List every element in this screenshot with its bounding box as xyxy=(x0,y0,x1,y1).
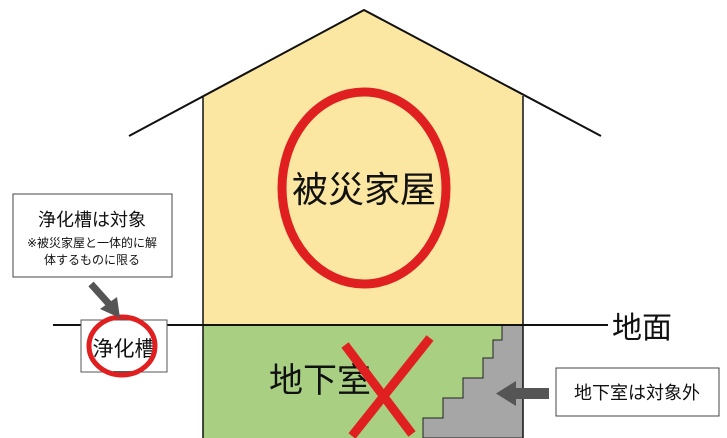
excluded-mark-cross-icon xyxy=(341,335,434,438)
septic-tank-label: 浄化槽 xyxy=(93,337,156,361)
basement-stairs xyxy=(422,324,524,438)
exclusion-arrow-icon xyxy=(496,381,549,406)
ground-label: 地面 xyxy=(612,311,672,346)
included-mark-circle-icon xyxy=(277,87,451,289)
septic-callout-note-line2: 体するものに限る xyxy=(44,253,140,267)
exclusion-note-box xyxy=(555,367,720,417)
house-label: 被災家屋 xyxy=(292,170,436,211)
septic-callout-title: 浄化槽は対象 xyxy=(38,210,146,231)
callout-arrow-icon xyxy=(88,281,120,318)
house-body xyxy=(203,10,523,325)
septic-callout-box xyxy=(12,193,173,278)
septic-callout-note-line1: ※被災家屋と一体的に解 xyxy=(27,235,157,250)
exclusion-note-text: 地下室は対象外 xyxy=(574,383,700,404)
roof-line xyxy=(128,8,602,137)
septic-circle-icon xyxy=(86,314,158,378)
basement-label: 地下室 xyxy=(269,361,371,401)
